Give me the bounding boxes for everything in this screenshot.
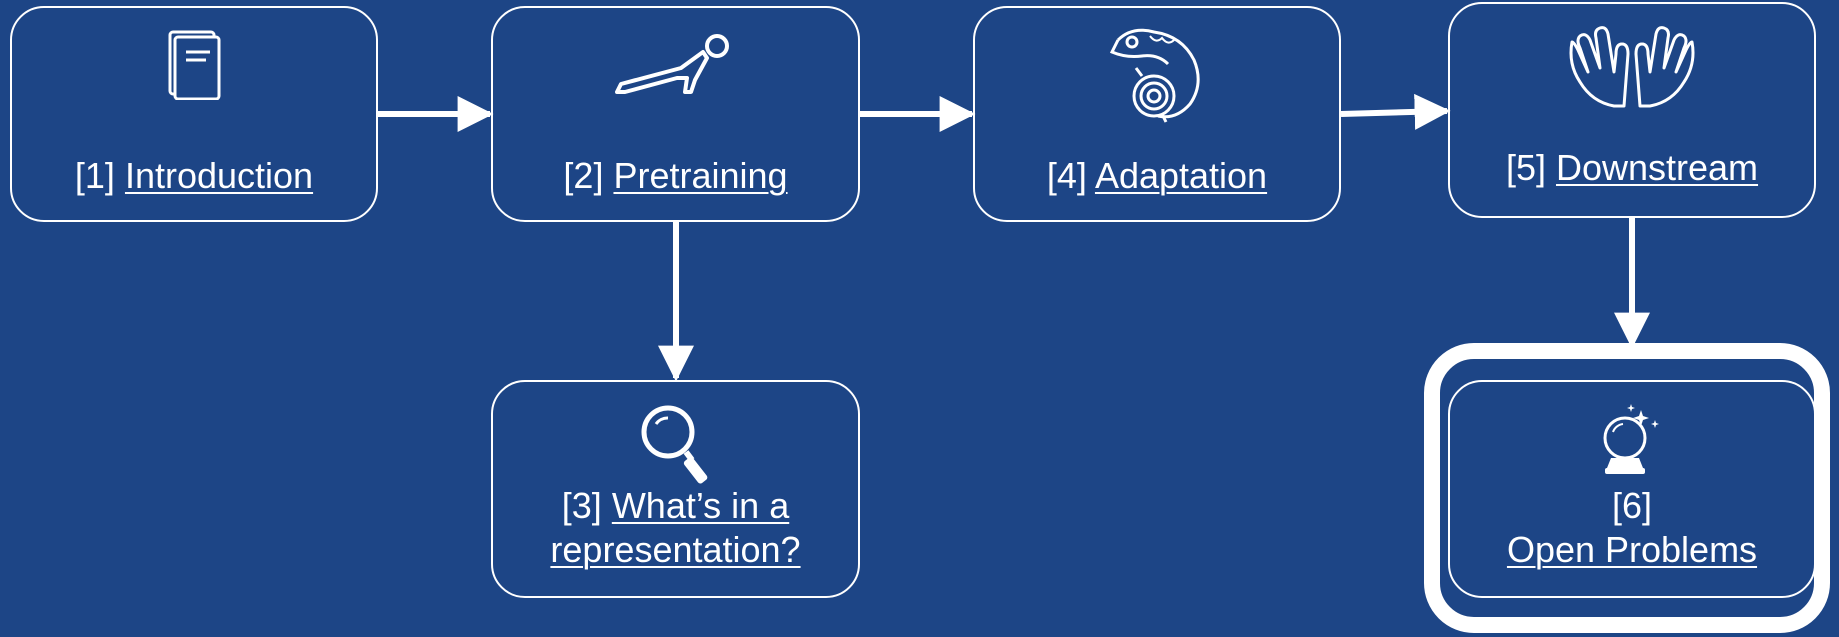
adaptation-link[interactable]: Adaptation (1094, 155, 1268, 196)
node-number: [5] (1505, 147, 1546, 188)
chameleon-icon (975, 18, 1339, 128)
node-open-problems[interactable]: [6] Open Problems (1448, 380, 1816, 598)
node-adaptation[interactable]: [4] Adaptation (973, 6, 1341, 222)
node-pretraining[interactable]: [2] Pretraining (491, 6, 860, 222)
hands-icon (1450, 24, 1814, 110)
pushup-icon (493, 28, 858, 108)
node-representation[interactable]: [3] What’s in a representation? (491, 380, 860, 598)
node-label: [2] Pretraining (493, 154, 858, 198)
node-label: [4] Adaptation (975, 154, 1339, 198)
node-number: [1] (74, 155, 115, 196)
representation-link-line2[interactable]: representation? (550, 529, 801, 570)
node-downstream[interactable]: [5] Downstream (1448, 2, 1816, 218)
magnifier-icon (493, 400, 858, 488)
book-icon (12, 30, 376, 100)
representation-link-line1[interactable]: What’s in a (611, 485, 790, 526)
crystal-ball-icon (1450, 402, 1814, 482)
arrow-adaptation-to-downstream (1340, 93, 1451, 130)
open-problems-link[interactable]: Open Problems (1506, 529, 1758, 570)
node-number: [4] (1046, 155, 1087, 196)
node-number: [2] (563, 155, 604, 196)
downstream-link[interactable]: Downstream (1555, 147, 1759, 188)
node-number: [6] (1611, 485, 1653, 526)
node-label: [3] What’s in a representation? (493, 484, 858, 572)
node-label: [1] Introduction (12, 154, 376, 198)
node-label: [6] Open Problems (1450, 484, 1814, 572)
node-number: [3] (561, 485, 602, 526)
pretraining-link[interactable]: Pretraining (613, 155, 788, 196)
highlight-ring (1424, 343, 1830, 633)
node-introduction[interactable]: [1] Introduction (10, 6, 378, 222)
node-label: [5] Downstream (1450, 146, 1814, 190)
introduction-link[interactable]: Introduction (124, 155, 314, 196)
